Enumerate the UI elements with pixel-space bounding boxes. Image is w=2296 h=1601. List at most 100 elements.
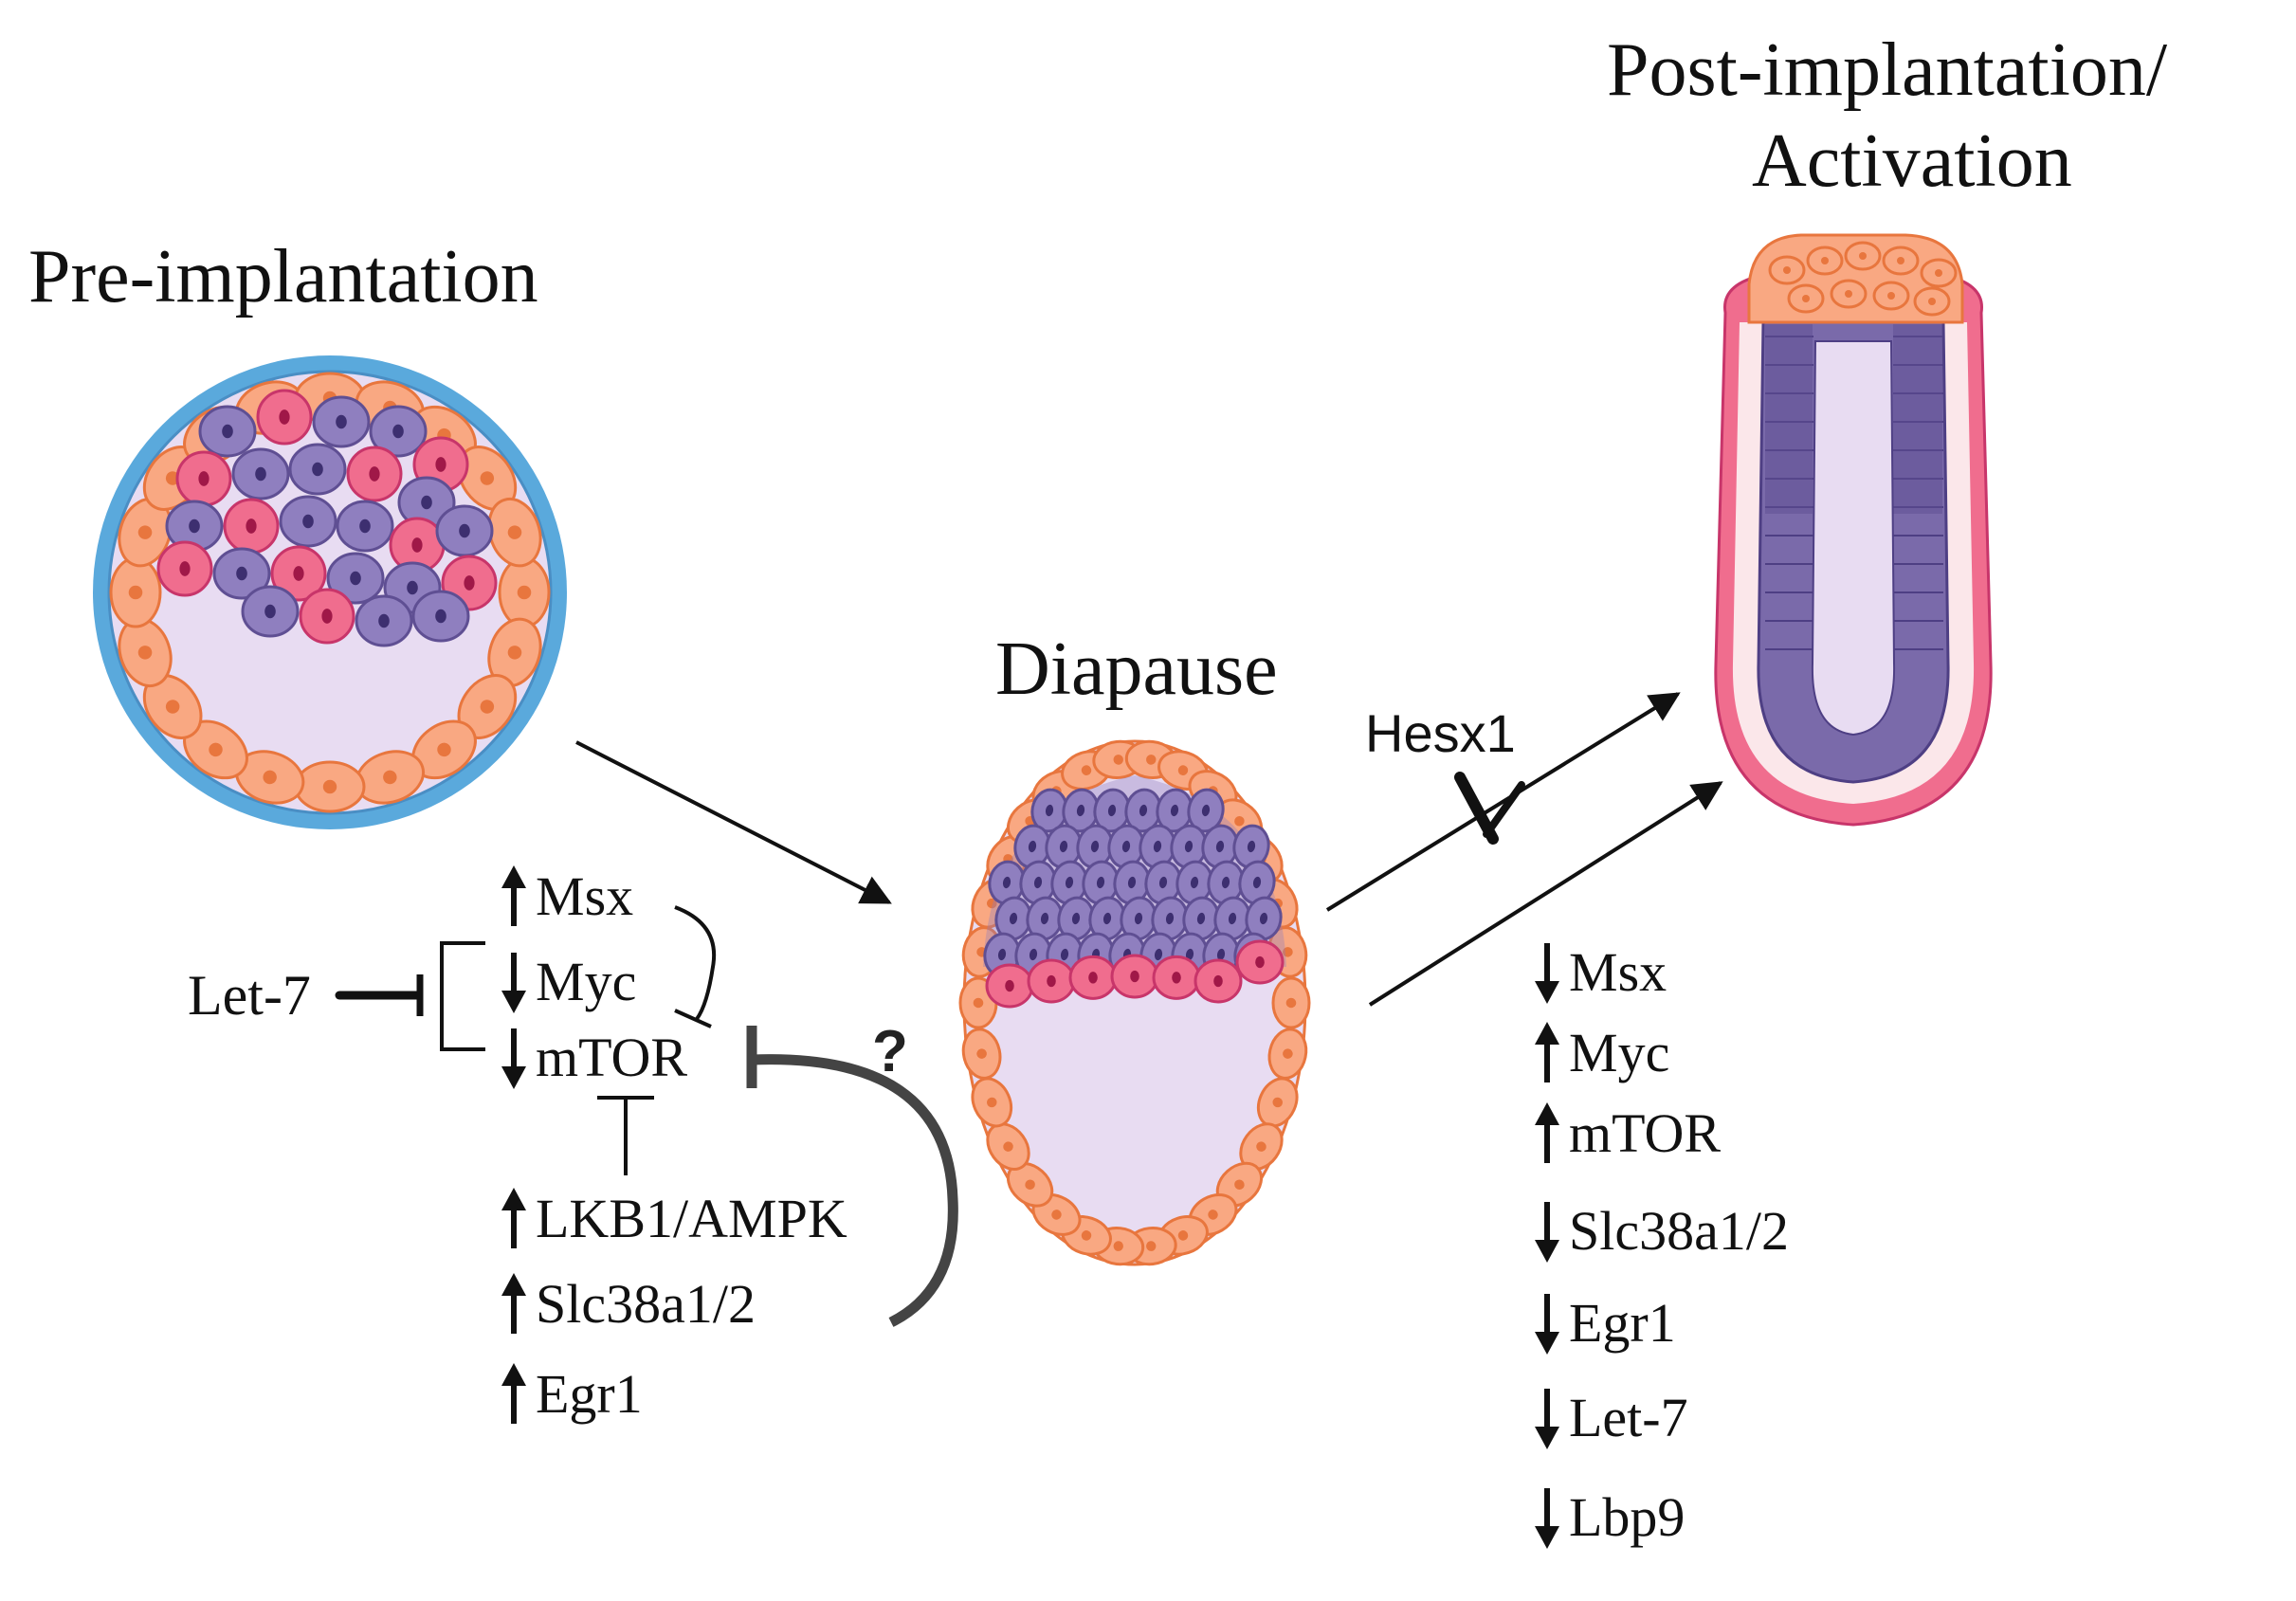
down-arrow-icon <box>1535 1389 1559 1449</box>
gene-label: Msx <box>1569 941 1667 1003</box>
epiblast-layer-right <box>1893 324 1942 514</box>
trophectoderm-cell <box>971 1077 1013 1128</box>
primitive-endoderm-cell <box>156 540 213 597</box>
inner-cell-mass-cell <box>198 405 257 458</box>
ectoderm-cell <box>1913 286 1951 317</box>
inner-cell-mass-cell <box>369 405 428 458</box>
title-pre-implantation: Pre-implantation <box>28 235 538 318</box>
ectoderm-cell <box>1872 281 1910 311</box>
epiblast-cell <box>1045 824 1083 869</box>
inner-cell-mass-cell <box>355 594 413 647</box>
gene-label: mTOR <box>536 1027 687 1088</box>
primitive-endoderm-cell <box>985 963 1034 1009</box>
gene-row-msx: Msx <box>501 865 633 927</box>
inner-cell-mass-cell <box>165 500 224 553</box>
block-x-icon <box>1454 772 1525 845</box>
ectoderm-cell <box>1768 255 1806 285</box>
ectoderm-cell <box>1806 246 1844 276</box>
down-arrow-icon <box>501 1028 526 1089</box>
down-arrow-icon <box>1535 1202 1559 1263</box>
diapause-trophectoderm-cells <box>958 739 1311 1266</box>
diapause-epiblast-cells <box>983 788 1283 977</box>
post-epiblast-cells <box>1765 324 1943 650</box>
arrow-blocked-to-post <box>1325 692 1681 912</box>
up-arrow-icon <box>501 1188 526 1248</box>
primitive-endoderm-cell <box>175 450 232 507</box>
trophectoderm-cell <box>1271 976 1311 1029</box>
title-diapause: Diapause <box>995 628 1278 711</box>
trophectoderm-cell <box>498 556 551 628</box>
pre-inner-cell-mass <box>156 389 498 647</box>
up-arrow-icon <box>501 1363 526 1424</box>
ectoderm-cell <box>1882 246 1920 276</box>
trophectoderm-cell <box>109 556 162 628</box>
ectoderm-cell <box>1787 283 1825 314</box>
trophectoderm-cell <box>1256 1077 1299 1128</box>
diapause-primitive-endoderm-cells <box>985 939 1285 1009</box>
primitive-endoderm-cell <box>346 446 403 502</box>
trophectoderm-cell <box>294 760 366 813</box>
up-arrow-icon <box>1535 1022 1559 1082</box>
gene-label: mTOR <box>1569 1102 1721 1164</box>
inner-cell-mass-cell <box>397 476 456 529</box>
diapause-blastocyst <box>958 739 1311 1266</box>
gene-row-mtor: mTOR <box>501 1027 687 1089</box>
trophectoderm-cell <box>1239 1122 1284 1171</box>
inner-cell-mass-cell <box>411 590 470 643</box>
gene-row-msx: Msx <box>1535 941 1667 1004</box>
inner-cell-mass-cell <box>231 447 290 500</box>
gene-row-myc: Myc <box>1535 1022 1669 1083</box>
trophectoderm-cell <box>411 719 477 780</box>
gene-label: Lbp9 <box>1569 1486 1685 1548</box>
gene-row-lbp9: Lbp9 <box>1535 1486 1685 1549</box>
primitive-endoderm-cell <box>299 588 355 645</box>
up-arrow-icon <box>501 1273 526 1334</box>
epiblast-cell <box>1088 896 1126 941</box>
gene-label: LKB1/AMPK <box>536 1188 847 1249</box>
hesx1-label: Hesx1 <box>1365 703 1516 763</box>
gene-label: Egr1 <box>1569 1292 1676 1354</box>
inner-cell-mass-cell <box>241 585 300 638</box>
title-activation: Activation <box>1752 119 2072 203</box>
gene-row-slc38a1-2: Slc38a1/2 <box>501 1273 756 1335</box>
arrow-pre-to-diapause <box>575 740 892 904</box>
trophectoderm-cell <box>142 674 203 739</box>
inner-cell-mass-cell <box>212 547 271 600</box>
trophectoderm-cell <box>118 617 173 688</box>
primitive-endoderm-cell <box>1027 958 1076 1004</box>
lkb1-inhibits-mtor-icon <box>597 1096 654 1175</box>
gene-label: Slc38a1/2 <box>536 1273 756 1335</box>
up-arrow-icon <box>501 865 526 926</box>
gene-row-myc: Myc <box>501 951 636 1013</box>
down-arrow-icon <box>1535 1294 1559 1355</box>
diapause-feedback-inhibition-icon <box>746 1026 958 1327</box>
gene-label: Myc <box>1569 1022 1669 1083</box>
epiblast-layer-left <box>1765 324 1813 514</box>
inner-cell-mass-cell <box>312 395 371 448</box>
gene-row-egr1: Egr1 <box>501 1363 643 1425</box>
down-arrow-icon <box>1535 943 1559 1004</box>
gene-label: Myc <box>536 951 636 1012</box>
let7-inhibition-icon <box>335 941 485 1051</box>
ectoderm-cell <box>1830 279 1868 309</box>
gene-label: Let-7 <box>1569 1387 1688 1448</box>
pre-implantation-blastocyst <box>93 355 567 829</box>
trophectoderm-cell <box>961 1028 1002 1080</box>
post-extraembryonic-ectoderm-cells <box>1768 241 1958 317</box>
gene-row-let-7: Let-7 <box>1535 1387 1688 1449</box>
inner-cell-mass-cell <box>279 495 337 548</box>
primitive-endoderm-cell <box>256 389 313 446</box>
post-implantation-egg-cylinder <box>1714 233 1993 827</box>
gene-row-lkb1-ampk: LKB1/AMPK <box>501 1188 847 1249</box>
gene-row-egr1: Egr1 <box>1535 1292 1676 1355</box>
primitive-endoderm-cell <box>1152 955 1201 1000</box>
primitive-endoderm-cell <box>270 545 327 602</box>
primitive-endoderm-cell <box>223 498 280 555</box>
inner-cell-mass-cell <box>435 504 494 557</box>
gene-label: Slc38a1/2 <box>1569 1200 1789 1262</box>
ectoderm-cell <box>1844 241 1882 271</box>
msx-inhibits-mtor-connector <box>674 905 717 1021</box>
gene-label: Egr1 <box>536 1363 643 1425</box>
